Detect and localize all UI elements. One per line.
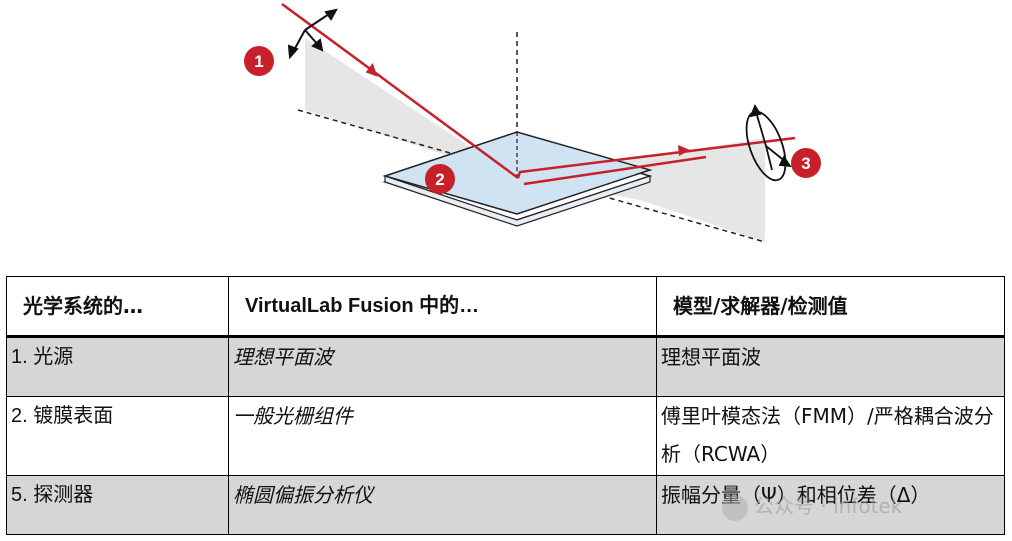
header-model-solver: 模型/求解器/检测值 xyxy=(656,276,1005,338)
table-header-row: 光学系统的… VirtualLab Fusion 中的… 模型/求解器/检测值 xyxy=(6,276,1005,338)
reflection-plane xyxy=(518,138,765,242)
reflected-beam xyxy=(516,136,796,186)
table-row: 1. 光源 理想平面波 理想平面波 xyxy=(6,336,1005,397)
row-model-coated-surface: 傅里叶模态法（FMM）/严格耦合波分析（RCWA） xyxy=(656,396,1005,476)
table-row: 2. 镀膜表面 一般光栅组件 傅里叶模态法（FMM）/严格耦合波分析（RCWA） xyxy=(6,396,1005,476)
coated-sample xyxy=(382,131,653,227)
row-component-coated-surface: 一般光栅组件 xyxy=(228,396,657,476)
marker-2-icon: 2 xyxy=(425,164,455,194)
marker-1-icon: 1 xyxy=(244,46,274,76)
marker-3-icon: 3 xyxy=(791,148,821,178)
marker-3-label: 3 xyxy=(801,154,810,173)
source-polarization-axes-icon xyxy=(287,8,338,60)
row-label-detector: 5. 探测器 xyxy=(6,475,229,535)
row-model-detector: 振幅分量（Ψ）和相位差（Δ） xyxy=(656,475,1005,535)
detector-polarization-ellipse-icon xyxy=(745,104,792,182)
table-row: 5. 探测器 椭圆偏振分析仪 振幅分量（Ψ）和相位差（Δ） xyxy=(6,475,1005,535)
watermark-text: 公众号 · infotek xyxy=(754,494,903,518)
watermark: 公众号 · infotek xyxy=(722,486,1002,526)
row-model-source: 理想平面波 xyxy=(656,336,1005,397)
header-virtuallab: VirtualLab Fusion 中的… xyxy=(228,276,657,338)
row-component-detector: 椭圆偏振分析仪 xyxy=(228,475,657,535)
ellipsometry-setup-diagram: 1 2 3 xyxy=(244,2,821,243)
marker-2-label: 2 xyxy=(435,170,444,189)
incident-beam xyxy=(281,2,519,180)
row-component-source: 理想平面波 xyxy=(228,336,657,397)
marker-1-label: 1 xyxy=(254,52,263,71)
wechat-icon xyxy=(722,494,748,521)
component-mapping-table: 光学系统的… VirtualLab Fusion 中的… 模型/求解器/检测值 … xyxy=(6,276,1005,535)
row-label-source: 1. 光源 xyxy=(6,336,229,397)
row-label-coated-surface: 2. 镀膜表面 xyxy=(6,396,229,476)
header-optical-system: 光学系统的… xyxy=(6,276,229,338)
incidence-plane xyxy=(305,38,518,178)
